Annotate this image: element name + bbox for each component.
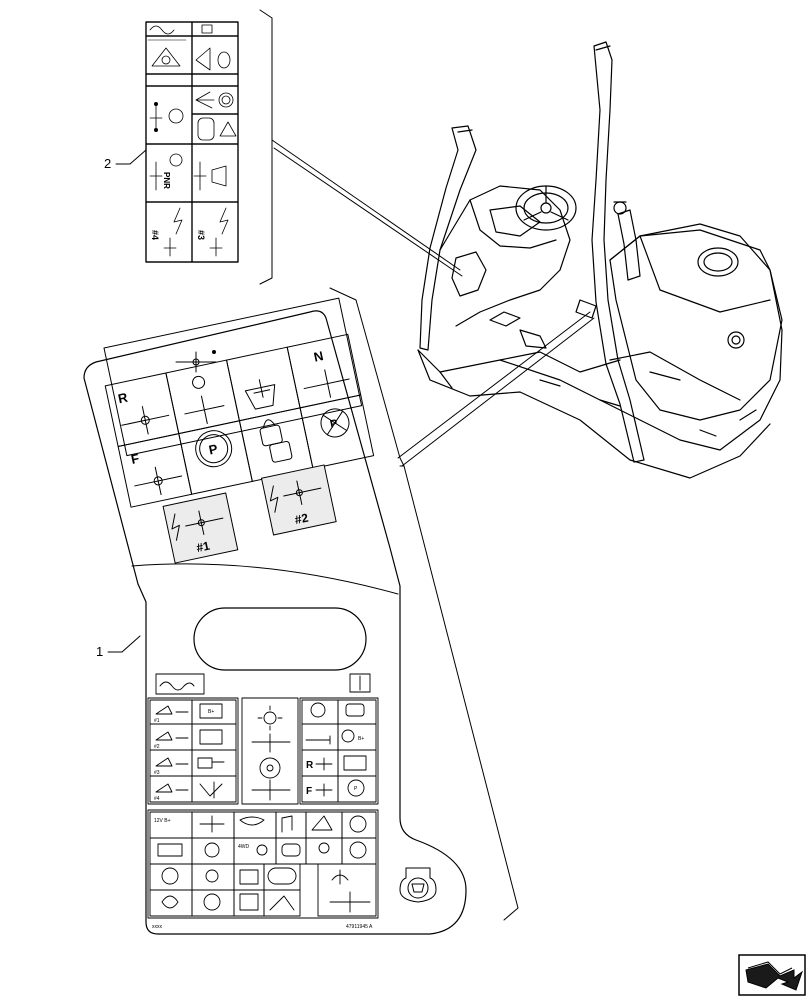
svg-text:#3: #3 (154, 770, 160, 776)
callout-1: 1 (96, 644, 103, 659)
svg-text:#2: #2 (154, 744, 160, 750)
svg-text:P: P (329, 418, 339, 431)
fan-icon (161, 895, 179, 909)
wiper-icon (149, 25, 175, 35)
park-label: P (207, 441, 219, 458)
steering-wheel-icon (259, 757, 281, 779)
book-icon (349, 673, 371, 693)
small-decal: PNR #4 #3 (145, 21, 239, 263)
return-arrow-button[interactable] (738, 954, 806, 996)
gear-n-label: N (312, 348, 324, 365)
footer-left: xxxx (152, 924, 163, 930)
callouts: 2 1 (96, 149, 147, 659)
aux2-label: #2 (294, 511, 310, 528)
label-n4: #4 (150, 230, 160, 240)
svg-text:B+: B+ (208, 709, 214, 715)
light-icon (331, 869, 349, 885)
svg-text:B+: B+ (358, 736, 364, 742)
cab-illustration (397, 41, 783, 479)
svg-text:#1: #1 (154, 718, 160, 724)
cab-lock-icon (399, 867, 437, 903)
bucket-icon (244, 384, 276, 410)
fuse-icon (159, 681, 195, 691)
svg-text:4WD: 4WD (238, 844, 250, 850)
gear-f-label: F (130, 451, 141, 467)
fan-icon (192, 375, 206, 389)
parking-brake-icon (199, 434, 229, 464)
part-number: 47911945 A (346, 924, 373, 930)
aux1-label: #1 (195, 539, 211, 556)
seat-icon (311, 815, 333, 831)
horn-icon (239, 816, 265, 826)
svg-text:R: R (306, 760, 314, 771)
svg-text:12V B+: 12V B+ (154, 818, 171, 824)
return-arrow-icon (745, 961, 803, 991)
label-pnr: PNR (162, 172, 171, 189)
fuse-panel: #1 #2 #3 #4 B+ (147, 673, 379, 930)
light-icon (195, 91, 215, 109)
leader-lines (259, 9, 519, 921)
svg-text:P: P (354, 786, 358, 792)
gear-r-label: R (117, 390, 130, 407)
header-joystick-icon (175, 350, 217, 373)
svg-text:#4: #4 (154, 796, 160, 802)
large-decal: R N F P P (83, 297, 467, 935)
label-n3: #3 (196, 230, 206, 240)
callout-2: 2 (104, 156, 111, 171)
svg-text:F: F (306, 786, 312, 797)
light-icon (263, 711, 277, 725)
